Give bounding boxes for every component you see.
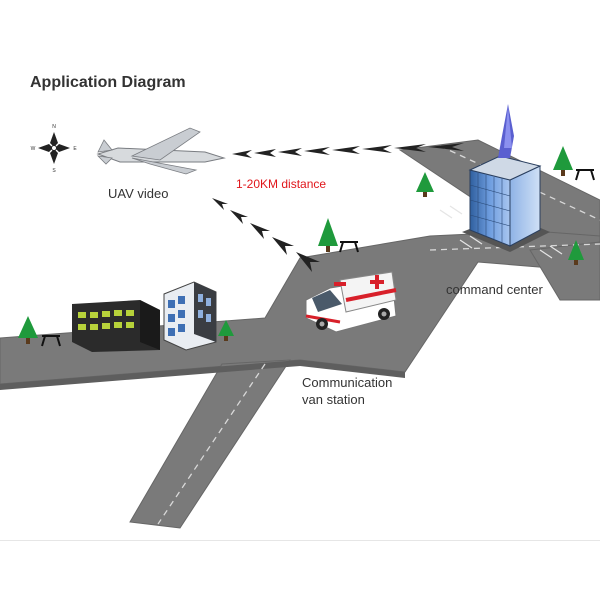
van-station-label: Communication van station [302,374,392,408]
van-station-label-line1: Communication [302,375,393,390]
tree-2 [218,320,234,341]
office-buildings [72,281,217,352]
compass-e: E [73,146,77,152]
parking-lines [439,205,563,259]
tree-1 [18,316,38,344]
bench-1 [41,335,61,347]
command-center-label: command center [446,282,543,297]
diagram-title: Application Diagram [30,74,186,91]
tree-4 [416,172,434,197]
uav-video-label: UAV video [108,186,169,201]
tree-6 [568,240,584,265]
compass-rose: N S W E [31,124,78,174]
road-south-branch [129,359,291,529]
compass-w: W [31,146,36,152]
tree-3 [318,218,338,252]
compass-s: S [52,168,56,174]
tree-5 [553,146,573,176]
command-center-building [462,104,550,252]
van-station-label-line2: van station [302,392,365,407]
compass-n: N [52,124,56,130]
bench-2 [339,241,359,253]
signal-uav-to-van [212,198,320,272]
bottom-divider [0,540,600,541]
signal-uav-to-command [232,143,464,158]
distance-label: 1-20KM distance [236,177,327,191]
ambulance-van [305,271,397,333]
uav-drone [96,127,226,175]
bench-3 [575,169,595,181]
